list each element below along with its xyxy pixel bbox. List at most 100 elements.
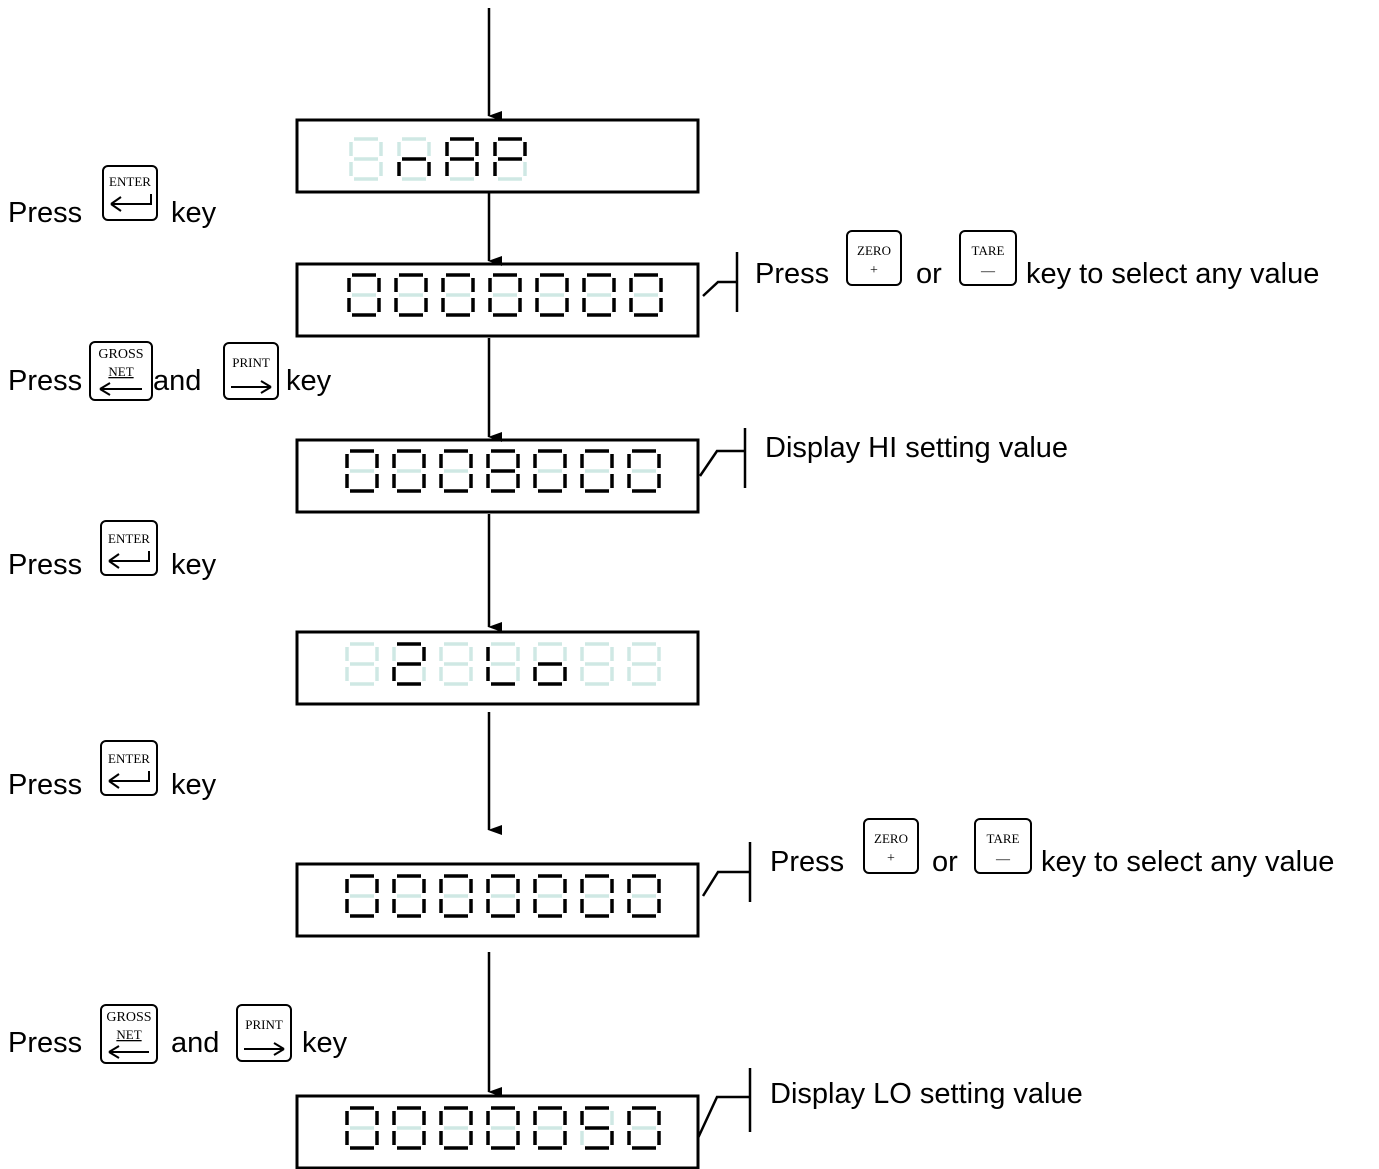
enter-key-label: ENTER (108, 751, 150, 766)
note-select-lo: Press ZERO + or TARE — key to select any… (770, 818, 1334, 878)
press-label: Press (8, 1027, 82, 1059)
seven-segment-digit (582, 273, 616, 317)
gross-key-label: GROSS (106, 1010, 151, 1025)
seven-segment-digit (392, 874, 426, 918)
gross-net-key-icon: GROSS NET (89, 341, 153, 401)
seven-segment-digit (627, 642, 661, 686)
seven-segment-digit (493, 137, 527, 181)
step-press-enter-1: Press ENTER key (8, 165, 217, 229)
seven-segment-digit (629, 273, 663, 317)
display-box-hi-value (295, 438, 700, 514)
press-label: Press (770, 846, 844, 878)
seven-segment-digit (439, 642, 473, 686)
press-label: Press (8, 365, 82, 397)
display-box-lo-edit (295, 862, 700, 938)
step-press-gross-print-2: Press GROSS NET and PRINT key (8, 1004, 348, 1064)
seven-segment-digit (580, 1106, 614, 1150)
enter-key-icon: ENTER (102, 165, 158, 221)
seven-segment-digit (345, 874, 379, 918)
display-box-lo-value (295, 1094, 700, 1169)
key-label: key (286, 365, 332, 397)
enter-key-label: ENTER (109, 174, 151, 189)
tare-key-icon: TARE — (959, 230, 1017, 286)
callout-hi-edit (702, 280, 737, 297)
seven-segment-digit (535, 273, 569, 317)
display-2lo (345, 642, 661, 686)
seven-segment-digit (533, 874, 567, 918)
seven-segment-digit (439, 874, 473, 918)
display-boxes (295, 118, 700, 1169)
display-box-map (295, 118, 700, 194)
seven-segment-digit (627, 449, 661, 493)
seven-segment-digit (392, 449, 426, 493)
seven-segment-digit (580, 874, 614, 918)
seven-segment-digit (486, 449, 520, 493)
print-key-label: PRINT (232, 355, 270, 370)
key-label: key (302, 1027, 348, 1059)
tare-key-sub: — (980, 264, 996, 279)
print-key-label: PRINT (245, 1017, 283, 1032)
zero-key-label: ZERO (874, 831, 908, 846)
display-hi-value (345, 449, 661, 493)
enter-key-icon: ENTER (100, 740, 158, 796)
select-label: key to select any value (1041, 846, 1334, 878)
seven-segment-digit (345, 642, 379, 686)
seven-segment-digit (397, 137, 431, 181)
seven-segment-digit (439, 449, 473, 493)
press-label: Press (8, 197, 82, 229)
segment-digits (345, 137, 663, 1150)
seven-segment-digit (488, 273, 522, 317)
select-label: key to select any value (1026, 258, 1319, 290)
seven-segment-digit (394, 273, 428, 317)
seven-segment-digit (392, 1106, 426, 1150)
lo-note: Display LO setting value (770, 1078, 1083, 1110)
seven-segment-digit (345, 449, 379, 493)
seven-segment-digit (392, 642, 426, 686)
callouts (696, 252, 752, 1139)
gross-key-label: GROSS (98, 347, 143, 362)
seven-segment-digit (627, 874, 661, 918)
note-select-hi: Press ZERO + or TARE — key to select any… (755, 230, 1319, 290)
seven-segment-digit (486, 1106, 520, 1150)
zero-key-icon: ZERO + (846, 230, 902, 286)
display-box-hi-edit (295, 262, 700, 338)
or-label: or (916, 258, 942, 290)
zero-key-sub: + (887, 851, 895, 866)
callout-lo-edit (701, 870, 750, 897)
gross-net-key-icon: GROSS NET (100, 1004, 158, 1064)
callout-hi-value (698, 449, 745, 477)
or-label: or (932, 846, 958, 878)
display-map (349, 137, 527, 181)
seven-segment-digit (580, 449, 614, 493)
display-lo-edit (345, 874, 661, 918)
seven-segment-digit (486, 642, 520, 686)
seven-segment-digit (627, 1106, 661, 1150)
seven-segment-digit (445, 137, 479, 181)
seven-segment-digit (486, 874, 520, 918)
press-label: Press (8, 769, 82, 801)
zero-key-label: ZERO (857, 243, 891, 258)
step-press-enter-2: Press ENTER key (8, 520, 217, 581)
seven-segment-digit (349, 137, 383, 181)
seven-segment-digit (580, 642, 614, 686)
tare-key-sub: — (995, 852, 1011, 867)
zero-key-icon: ZERO + (863, 818, 919, 874)
press-label: Press (8, 549, 82, 581)
tare-key-label: TARE (972, 243, 1005, 258)
press-label: Press (755, 258, 829, 290)
key-label: key (171, 197, 217, 229)
and-label: and (171, 1027, 219, 1059)
seven-segment-digit (533, 642, 567, 686)
seven-segment-digit (533, 1106, 567, 1150)
callout-lo-value (696, 1095, 750, 1139)
tare-key-icon: TARE — (974, 818, 1032, 874)
seven-segment-digit (347, 273, 381, 317)
enter-key-label: ENTER (108, 531, 150, 546)
step-press-enter-3: Press ENTER key (8, 740, 217, 801)
seven-segment-digit (441, 273, 475, 317)
key-label: key (171, 549, 217, 581)
tare-key-label: TARE (987, 831, 1020, 846)
net-key-label: NET (116, 1027, 141, 1042)
display-hi-edit (347, 273, 663, 317)
